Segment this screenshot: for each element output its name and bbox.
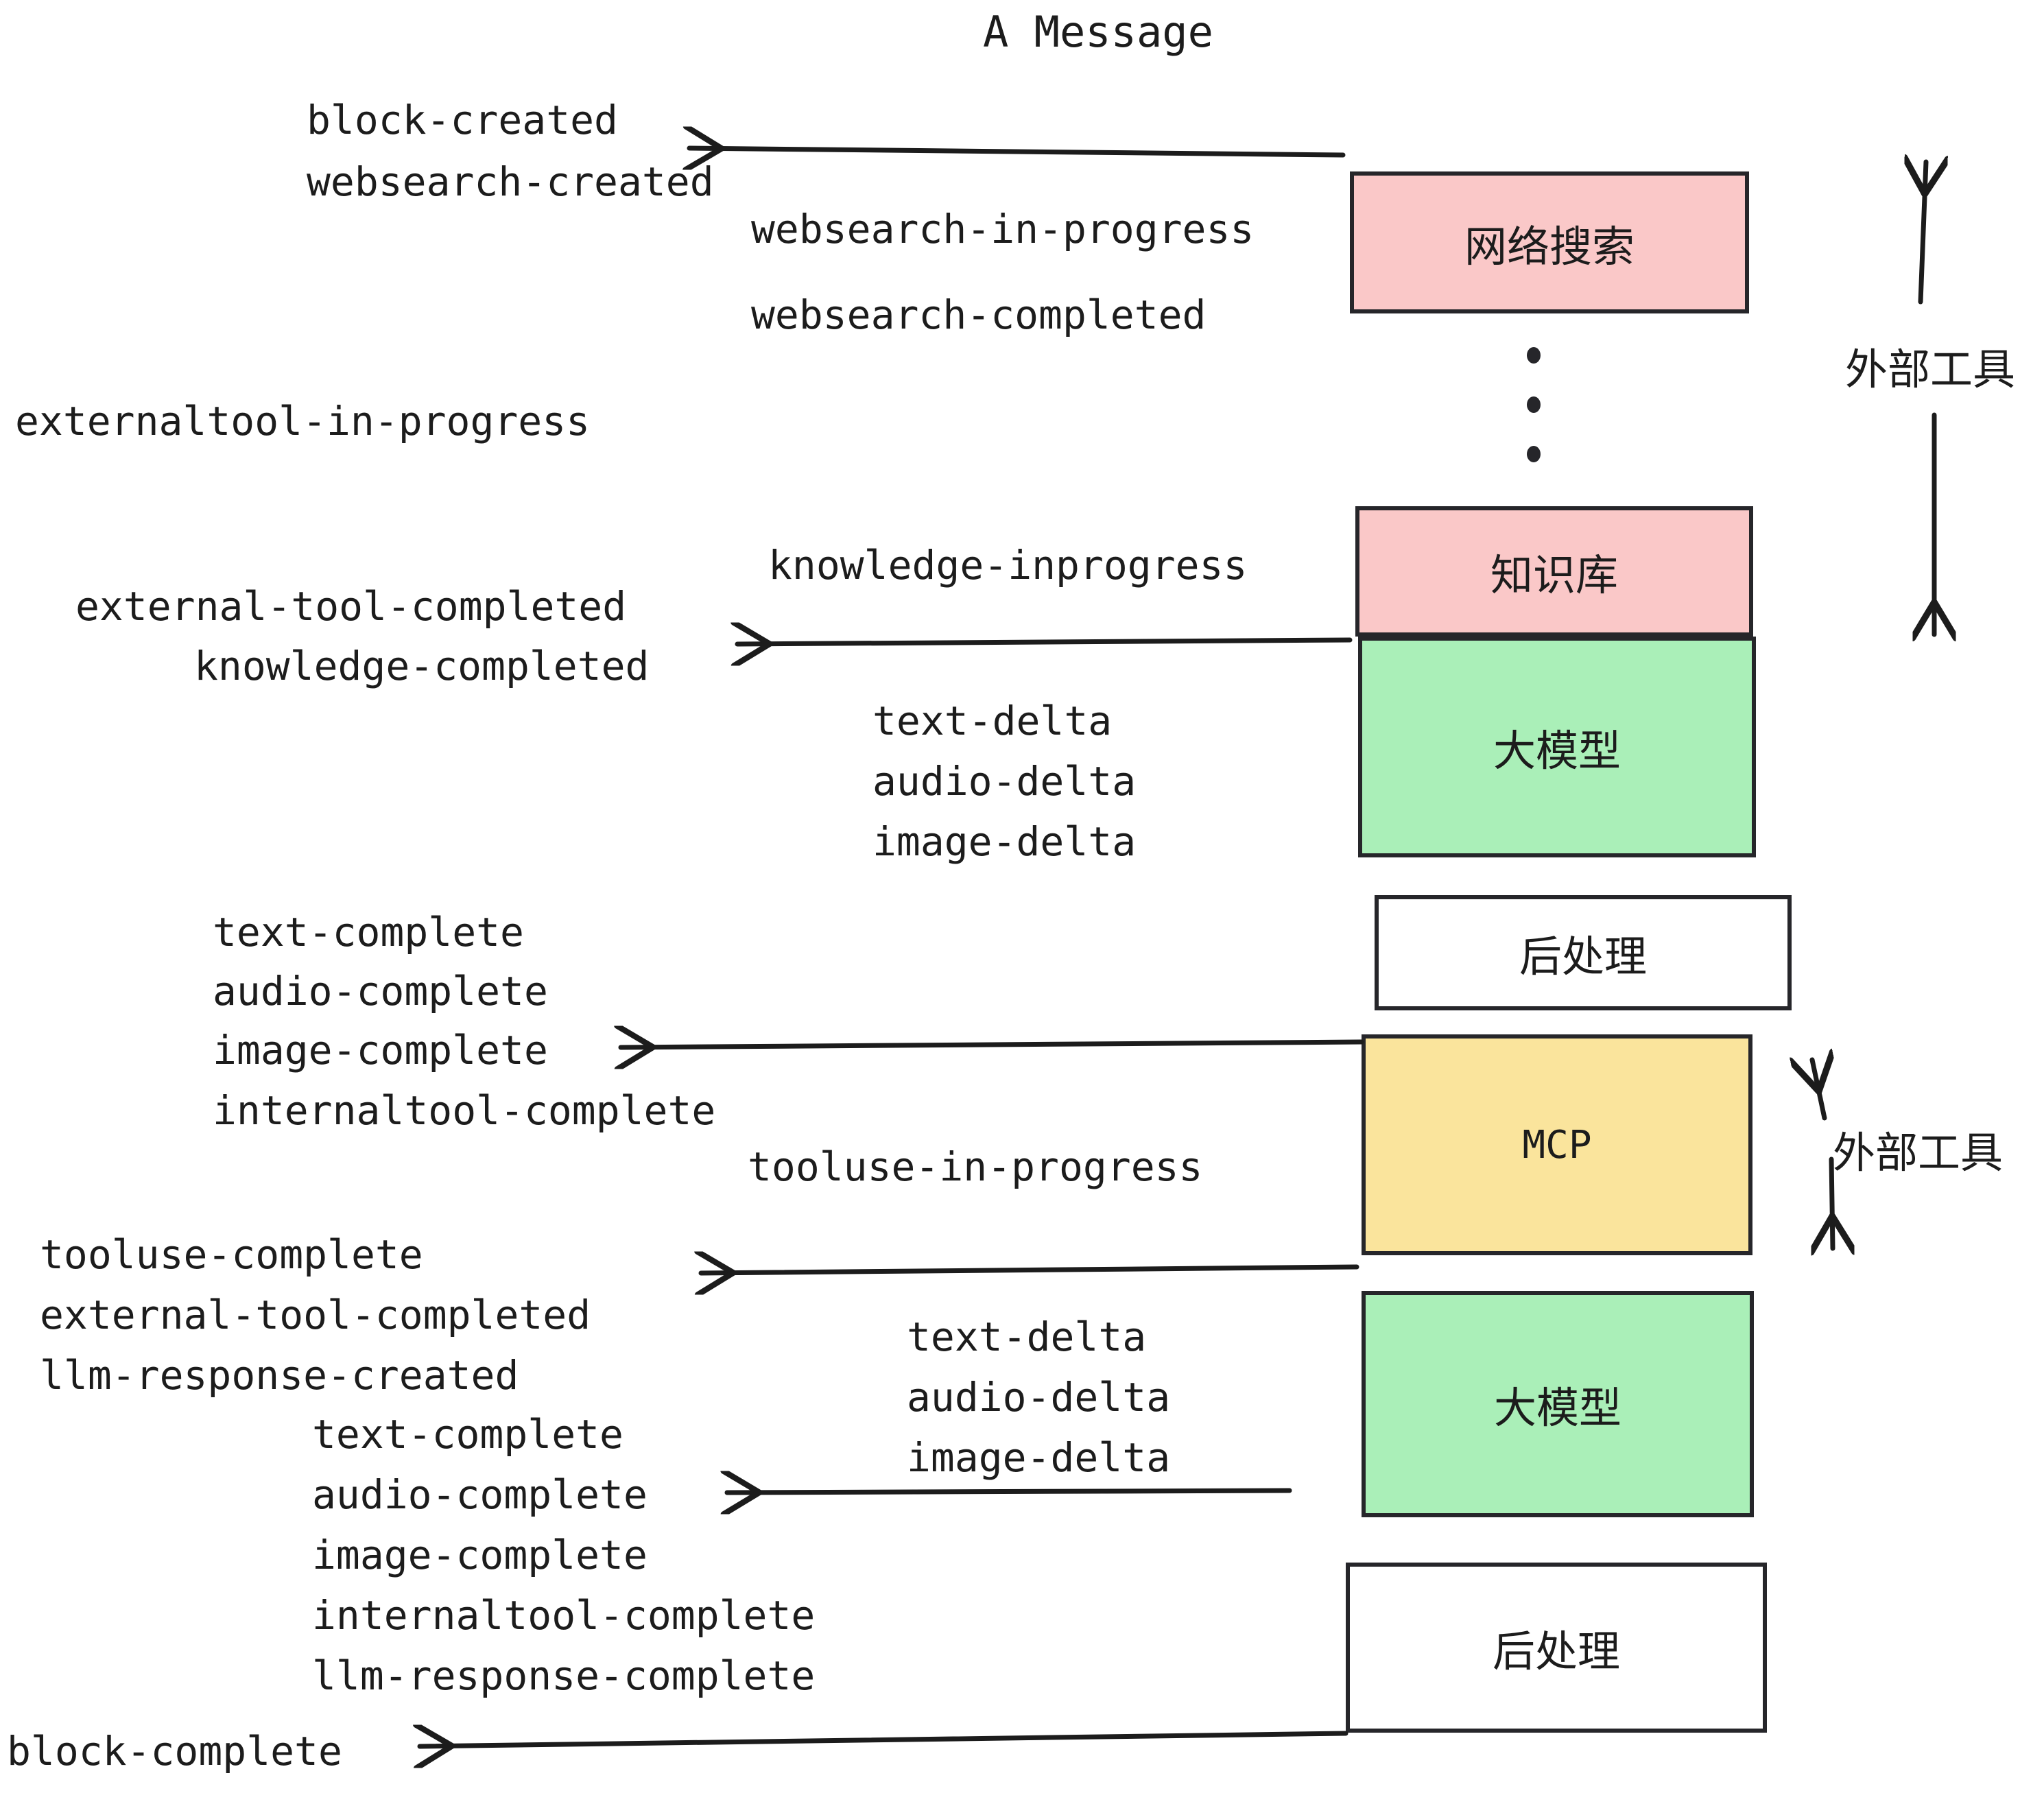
ellipsis-dot-3 [1527, 446, 1541, 462]
node-label-llm-bottom: 大模型 [1493, 1383, 1621, 1433]
event-label-audio-delta-1: audio-delta [872, 758, 1137, 805]
event-label-audio-complete-2: audio-complete [312, 1471, 647, 1518]
node-box-postprocess-bottom[interactable]: 后处理 [1346, 1563, 1767, 1733]
ellipsis-dot-2 [1527, 396, 1541, 413]
arrow-external-tools-top-up [1921, 162, 1926, 305]
node-label-llm-top: 大模型 [1493, 726, 1621, 776]
event-label-image-delta-1: image-delta [872, 818, 1137, 865]
event-label-websearch-created: websearch-created [307, 158, 714, 205]
event-label-audio-complete-1: audio-complete [213, 968, 548, 1014]
arrow-llm-bottom-to-events [727, 1491, 1292, 1493]
node-box-websearch[interactable]: 网络搜索 [1350, 171, 1749, 313]
arrow-postprocess-to-block-complete [420, 1733, 1348, 1746]
node-label-knowledge: 知识库 [1490, 550, 1618, 600]
event-label-websearch-completed: websearch-completed [751, 292, 1207, 338]
node-label-postprocess-bottom: 后处理 [1492, 1626, 1620, 1676]
group-label-external-tools-top: 外部工具 [1845, 344, 2016, 394]
node-label-websearch: 网络搜索 [1464, 221, 1635, 272]
event-label-externaltool-in-progress: externaltool-in-progress [15, 398, 591, 444]
event-label-text-complete-2: text-complete [312, 1411, 623, 1458]
node-box-knowledge[interactable]: 知识库 [1355, 506, 1753, 637]
event-label-image-complete-1: image-complete [213, 1027, 548, 1073]
arrow-mcp-to-events [701, 1267, 1359, 1273]
node-label-mcp: MCP [1522, 1122, 1592, 1167]
arrow-knowledge-to-events [737, 640, 1353, 644]
node-label-postprocess-top: 后处理 [1519, 931, 1647, 982]
node-box-llm-top[interactable]: 大模型 [1358, 637, 1756, 857]
node-box-postprocess-top[interactable]: 后处理 [1375, 895, 1792, 1010]
arrow-external-tools-bottom-up [1812, 1060, 1825, 1121]
event-label-text-complete-1: text-complete [213, 909, 524, 956]
event-label-text-delta-2: text-delta [907, 1314, 1147, 1360]
ellipsis-dot-1 [1527, 347, 1541, 364]
event-label-tooluse-complete: tooluse-complete [40, 1231, 423, 1278]
group-label-external-tools-bottom: 外部工具 [1833, 1128, 2004, 1178]
event-label-audio-delta-2: audio-delta [907, 1374, 1171, 1421]
event-label-block-complete: block-complete [7, 1728, 342, 1775]
event-label-tooluse-in-progress: tooluse-in-progress [748, 1143, 1203, 1190]
event-label-block-created: block-created [307, 97, 618, 143]
event-label-knowledge-completed: knowledge-completed [194, 643, 650, 689]
event-label-knowledge-inprogress: knowledge-inprogress [768, 542, 1248, 589]
event-label-llm-response-complete: llm-response-complete [312, 1652, 816, 1699]
node-box-mcp[interactable]: MCP [1362, 1034, 1752, 1255]
node-box-llm-bottom[interactable]: 大模型 [1362, 1291, 1754, 1517]
event-label-websearch-in-progress: websearch-in-progress [751, 206, 1255, 252]
event-label-text-delta-1: text-delta [872, 698, 1113, 744]
arrow-websearch-to-events [689, 148, 1346, 155]
arrow-llm-top-to-events [621, 1042, 1364, 1047]
event-label-image-complete-2: image-complete [312, 1532, 647, 1578]
event-label-internaltool-complete-1: internaltool-complete [213, 1087, 716, 1134]
event-label-external-tool-completed-2: external-tool-completed [40, 1292, 591, 1338]
event-label-external-tool-completed-1: external-tool-completed [75, 583, 627, 630]
event-label-llm-response-created: llm-response-created [40, 1352, 519, 1399]
event-label-image-delta-2: image-delta [907, 1434, 1171, 1481]
page-title: A Message [983, 7, 1213, 57]
event-label-internaltool-complete-2: internaltool-complete [312, 1592, 816, 1639]
